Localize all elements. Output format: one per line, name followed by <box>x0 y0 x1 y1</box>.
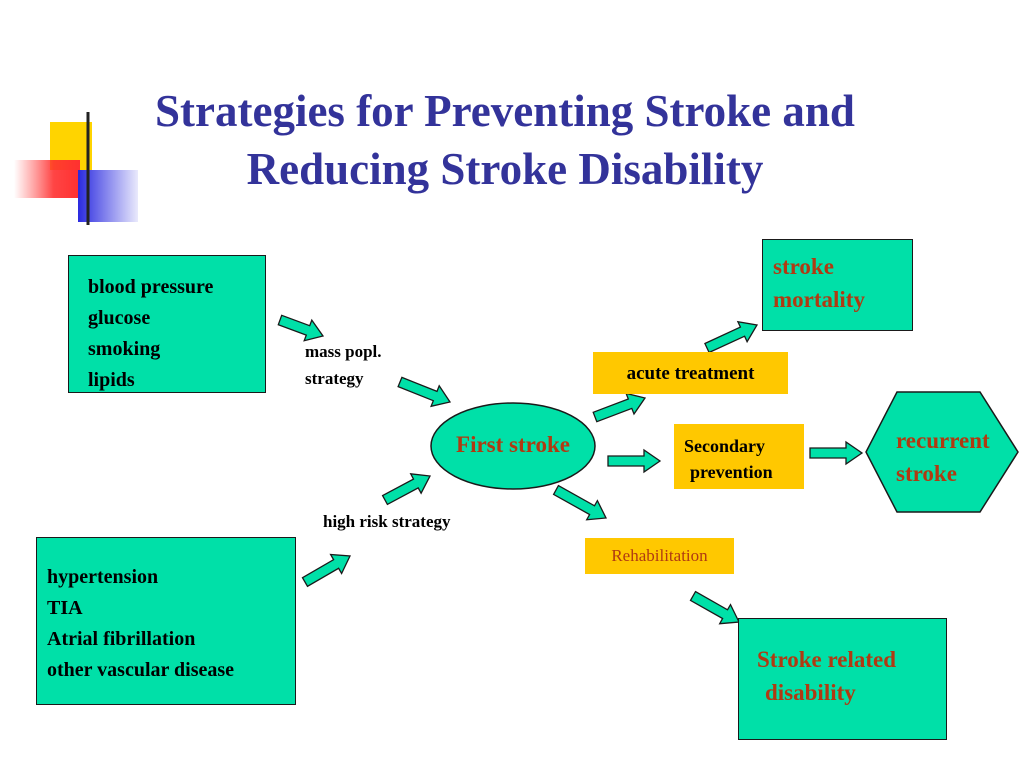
stroke-disability-line-1: Stroke related <box>757 647 897 672</box>
recurrent-stroke-line-2: stroke <box>896 461 957 486</box>
stroke-mortality-line-1: stroke <box>773 254 834 279</box>
arrow-secondary-to-recurrent <box>809 440 864 466</box>
arrow-first-stroke-to-secondary <box>607 448 662 474</box>
slide-title: Strategies for Preventing Stroke and Red… <box>90 82 920 198</box>
arrow-conditions-to-high-risk <box>301 553 351 588</box>
secondary-prevention-line-2: prevention <box>690 462 773 482</box>
mass-strategy-line-1: mass popl. <box>305 342 382 361</box>
first-stroke-ellipse <box>430 402 596 490</box>
stroke-mortality-box: stroke mortality <box>762 239 913 331</box>
condition-item: Atrial fibrillation <box>47 628 196 650</box>
condition-item: other vascular disease <box>47 659 235 681</box>
rehabilitation-box: Rehabilitation <box>585 538 734 574</box>
risk-factor-item: glucose <box>88 307 151 329</box>
stroke-disability-box: Stroke related disability <box>738 618 947 740</box>
recurrent-stroke-line-1: recurrent <box>896 428 990 453</box>
arrow-first-stroke-to-acute <box>592 392 647 423</box>
arrow-mass-to-first-stroke <box>397 376 452 408</box>
mass-population-strategy-label: mass popl. strategy <box>305 338 382 392</box>
condition-item: TIA <box>47 597 83 619</box>
high-risk-strategy-label: high risk strategy <box>323 512 451 531</box>
arrow-high-risk-to-first-stroke <box>381 473 432 506</box>
first-stroke-label: First stroke <box>456 432 570 457</box>
risk-factor-item: blood pressure <box>88 276 214 298</box>
arrow-risk-to-mass <box>277 314 325 342</box>
risk-factors-box: blood pressure glucose smoking lipids <box>68 255 266 393</box>
deco-red-bar <box>14 160 80 198</box>
stroke-mortality-line-2: mortality <box>773 287 865 312</box>
title-line-1: Strategies for Preventing Stroke and <box>155 86 855 136</box>
secondary-prevention-box: Secondary prevention <box>674 424 804 489</box>
arrow-first-stroke-to-rehab <box>552 484 608 521</box>
condition-item: hypertension <box>47 566 159 588</box>
acute-treatment-box: acute treatment <box>593 352 788 394</box>
risk-factor-item: lipids <box>88 369 135 391</box>
recurrent-stroke-label: recurrent stroke <box>896 424 1024 490</box>
recurrent-stroke-hexagon <box>865 391 1019 513</box>
arrow-rehab-to-disability <box>689 590 740 625</box>
arrow-acute-to-mortality <box>704 320 759 354</box>
risk-factor-item: smoking <box>88 338 161 360</box>
high-risk-conditions-box: hypertension TIA Atrial fibrillation oth… <box>36 537 296 705</box>
mass-strategy-line-2: strategy <box>305 369 364 388</box>
stroke-disability-line-2: disability <box>765 680 856 705</box>
arrows-group <box>277 314 864 625</box>
secondary-prevention-line-1: Secondary <box>684 436 765 456</box>
title-line-2: Reducing Stroke Disability <box>246 144 764 194</box>
